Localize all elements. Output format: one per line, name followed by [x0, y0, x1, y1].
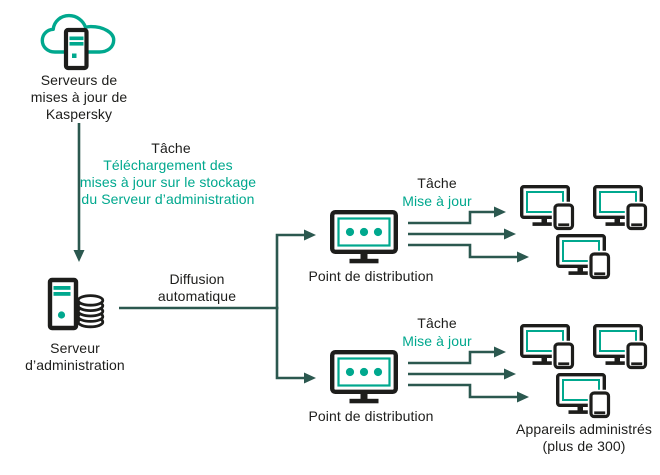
managed-device-icon	[520, 185, 577, 232]
administration-server-label: Serveur d’administration	[25, 340, 125, 373]
managed-device-icon	[520, 324, 577, 371]
managed-device-icon	[593, 324, 650, 371]
dp2-task-name: Mise à jour	[402, 333, 472, 349]
arrow-dp2-to-device-top	[408, 346, 506, 365]
distribution-point-1-monitor-icon	[330, 210, 398, 264]
distribution-point-2-monitor-icon	[330, 350, 398, 404]
managed-device-icon	[593, 185, 650, 232]
server-database-icon	[47, 277, 105, 331]
managed-device-icon	[556, 373, 613, 420]
dp1-label: Point de distribution	[308, 268, 434, 284]
dp1-task-name: Mise à jour	[402, 193, 472, 209]
arrow-branch-to-distribution-point-2	[275, 306, 316, 384]
arrow-dp1-to-device-bottom	[408, 243, 529, 263]
distribution-flow-label: Diffusion automatique	[157, 271, 237, 304]
arrow-dp1-to-device-top	[408, 206, 506, 225]
dp2-task-title: Tâche	[417, 315, 457, 331]
update-servers-label: Serveurs de mises à jour de Kaspersky	[30, 72, 128, 122]
managed-devices-label: Appareils administrés (plus de 300)	[516, 421, 652, 454]
arrow-dp2-to-device-bottom	[408, 383, 529, 403]
cloud-server-icon	[40, 13, 116, 71]
download-task-name: Téléchargement des mises à jour sur le s…	[79, 157, 257, 207]
download-task-title: Tâche	[151, 140, 191, 156]
arrow-branch-to-distribution-point-1	[275, 229, 316, 310]
dp2-label: Point de distribution	[308, 408, 434, 424]
database-stack	[76, 294, 105, 329]
dp1-task-title: Tâche	[417, 175, 457, 191]
server-tower	[63, 27, 89, 71]
managed-device-icon	[556, 234, 613, 281]
